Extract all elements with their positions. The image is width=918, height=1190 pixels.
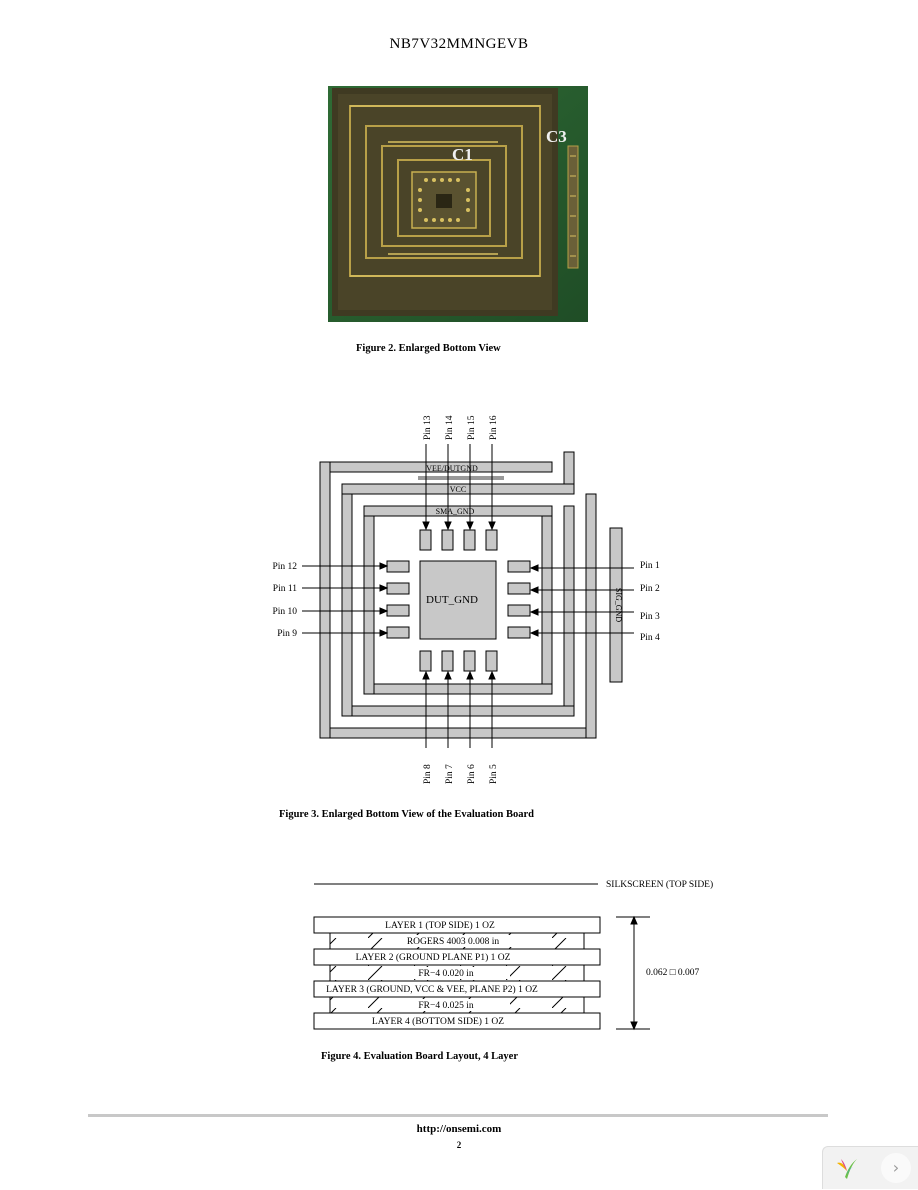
figure3-caption: Figure 3. Enlarged Bottom View of the Ev… <box>279 809 535 820</box>
pin-4-label: Pin 4 <box>640 633 660 643</box>
pin-1-label: Pin 1 <box>640 561 660 571</box>
sma-gnd-label: SMA_GND <box>436 507 475 516</box>
layer-stackup-diagram: SILKSCREEN (TOP SIDE) LAYER 1 (TOP SIDE)… <box>300 870 740 1045</box>
silkscreen-label: SILKSCREEN (TOP SIDE) <box>606 879 713 890</box>
board-bottom-photo: C1 C3 <box>328 86 588 322</box>
board-thickness-label: 0.062 □ 0.007 <box>646 968 699 978</box>
vee-dutgnd-label: VEE/DUTGND <box>426 464 478 473</box>
fr4-020-label: FR−4 0.020 in <box>418 969 473 979</box>
pin-8-label: Pin 8 <box>423 764 433 784</box>
layer-2-label: LAYER 2 (GROUND PLANE P1) 1 OZ <box>356 952 511 963</box>
pin-14-label: Pin 14 <box>445 415 455 440</box>
footer-url-link[interactable]: http://onsemi.com <box>416 1123 502 1135</box>
layer-1-label: LAYER 1 (TOP SIDE) 1 OZ <box>385 920 495 931</box>
figure4-caption: Figure 4. Evaluation Board Layout, 4 Lay… <box>321 1051 518 1062</box>
layer-3-label: LAYER 3 (GROUND, VCC & VEE, PLANE P2) 1 … <box>326 984 538 995</box>
page-number: 2 <box>456 1140 462 1150</box>
footer-divider <box>88 1114 828 1117</box>
pin-6-label: Pin 6 <box>467 764 477 784</box>
viewer-logo-icon <box>831 1153 863 1185</box>
pin-5-label: Pin 5 <box>489 764 499 784</box>
sig-gnd-label: SIG_GND <box>614 588 623 622</box>
c1-silk-label: C1 <box>452 145 473 164</box>
page-header-title: NB7V32MMNGEVB <box>389 36 529 52</box>
pin-12-label: Pin 12 <box>272 562 297 572</box>
next-page-button[interactable]: › <box>881 1153 911 1183</box>
viewer-widget: › <box>822 1146 918 1189</box>
pin-16-label: Pin 16 <box>489 415 499 440</box>
pin-13-label: Pin 13 <box>423 415 433 440</box>
pin-10-label: Pin 10 <box>272 607 297 617</box>
pin-11-label: Pin 11 <box>273 584 297 594</box>
layer-4-label: LAYER 4 (BOTTOM SIDE) 1 OZ <box>372 1016 504 1027</box>
pin-3-label: Pin 3 <box>640 612 660 622</box>
c3-silk-label: C3 <box>546 127 567 146</box>
dut-gnd-label: DUT_GND <box>426 594 478 606</box>
eval-board-diagram: VEE/DUTGND VCC SMA_GND DUT_GND SIG_GND <box>250 400 670 805</box>
pin-2-label: Pin 2 <box>640 584 660 594</box>
figure2-caption: Figure 2. Enlarged Bottom View <box>356 343 501 354</box>
pin-15-label: Pin 15 <box>467 415 477 440</box>
vcc-label: VCC <box>450 485 466 494</box>
rogers-4003-label: ROGERS 4003 0.008 in <box>407 937 500 947</box>
fr4-025-label: FR−4 0.025 in <box>418 1001 473 1011</box>
pin-7-label: Pin 7 <box>445 764 455 784</box>
pin-9-label: Pin 9 <box>277 629 297 639</box>
